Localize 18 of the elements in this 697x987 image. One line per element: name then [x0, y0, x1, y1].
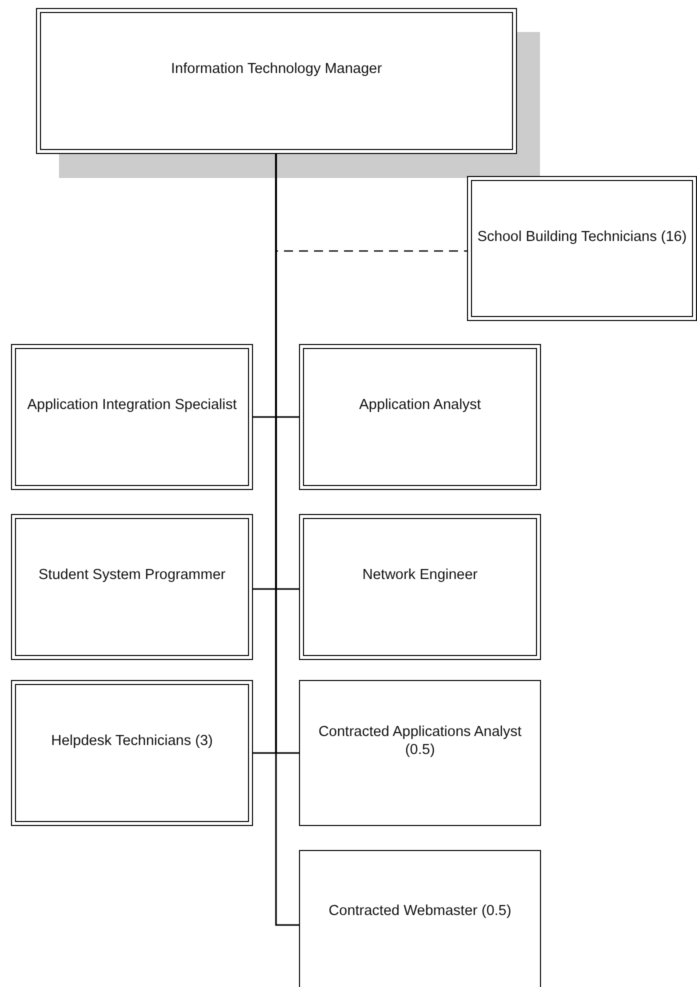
role-box: [299, 850, 541, 987]
role-box: [299, 680, 541, 826]
double-bordered-box: [36, 8, 517, 154]
double-bordered-box: [11, 680, 253, 826]
role-title: Helpdesk Technicians (3): [51, 732, 213, 750]
role-title: Application Integration Specialist: [27, 396, 237, 414]
double-bordered-box: [299, 344, 541, 490]
double-bordered-box: [467, 176, 697, 321]
double-bordered-box: [11, 344, 253, 490]
role-title: Contracted Webmaster (0.5): [328, 902, 512, 920]
role-title: Student System Programmer: [38, 566, 226, 584]
role-title: School Building Technicians (16): [477, 228, 687, 246]
role-title: Contracted Applications Analyst (0.5): [317, 722, 523, 760]
role-title: Network Engineer: [362, 566, 478, 584]
role-title: Application Analyst: [359, 396, 481, 414]
double-bordered-box: [11, 514, 253, 660]
role-title: Information Technology Manager: [171, 60, 382, 78]
double-bordered-box: [299, 514, 541, 660]
